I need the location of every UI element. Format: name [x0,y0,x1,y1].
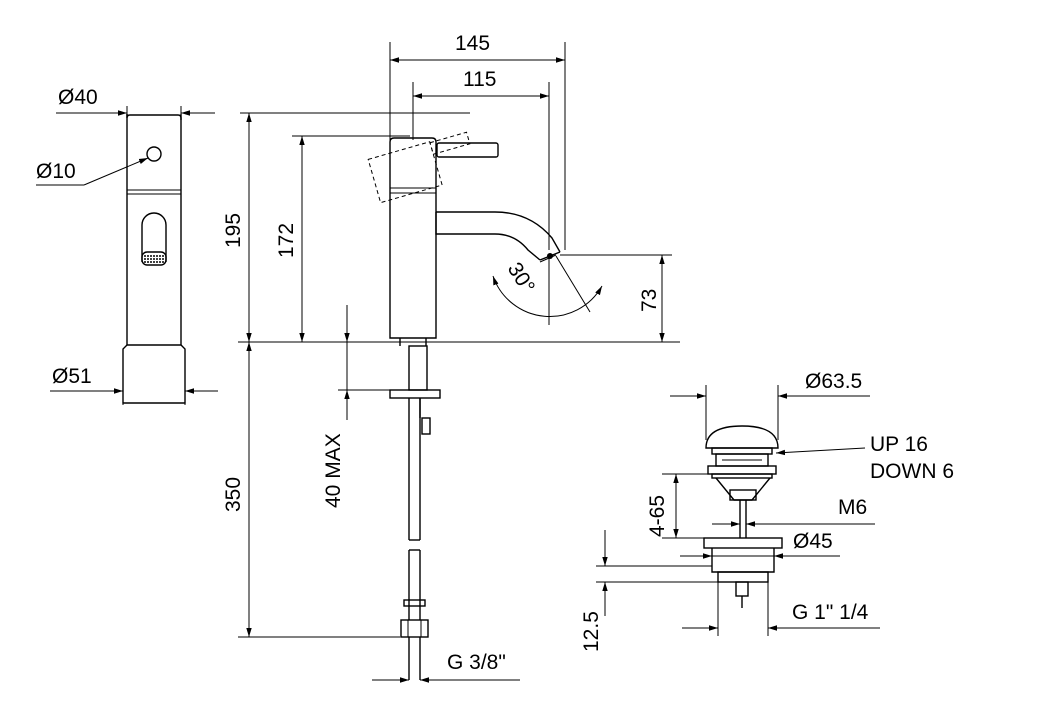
down-6-label: DOWN 6 [870,460,954,483]
diam-45-label: Ø45 [793,530,833,553]
max-40-label: 40 MAX [322,433,345,508]
len-12-5-label: 12.5 [580,611,603,652]
up-16-label: UP 16 [870,433,928,456]
m6-label: M6 [838,496,867,519]
thread-g38-label: G 3/8" [447,651,506,674]
drain-dimensions: Ø63.5 UP 16 DOWN 6 4-65 M6 Ø45 12.5 G 1"… [580,370,954,652]
side-view-dimensions: Ø40 Ø10 Ø51 [36,86,218,405]
height-172-label: 172 [275,223,298,258]
diam-40-label: Ø40 [58,86,98,109]
diam-63-5-label: Ø63.5 [805,370,862,393]
height-195-label: 195 [222,213,245,248]
diam-10-label: Ø10 [36,160,76,183]
width-145-label: 145 [455,32,490,55]
thread-g114-label: G 1" 1/4 [792,601,869,624]
side-view [122,114,186,404]
length-350-label: 350 [222,477,245,512]
height-73-label: 73 [638,289,661,312]
front-view-dimensions: 145 115 195 172 73 30° 40 MAX 350 [222,32,680,683]
drain-assembly [703,425,783,608]
diam-51-label: Ø51 [52,365,92,388]
front-view [367,131,561,680]
angle-30-label: 30° [503,258,539,297]
width-115-label: 115 [463,68,496,91]
range-4-65-label: 4-65 [646,495,669,537]
